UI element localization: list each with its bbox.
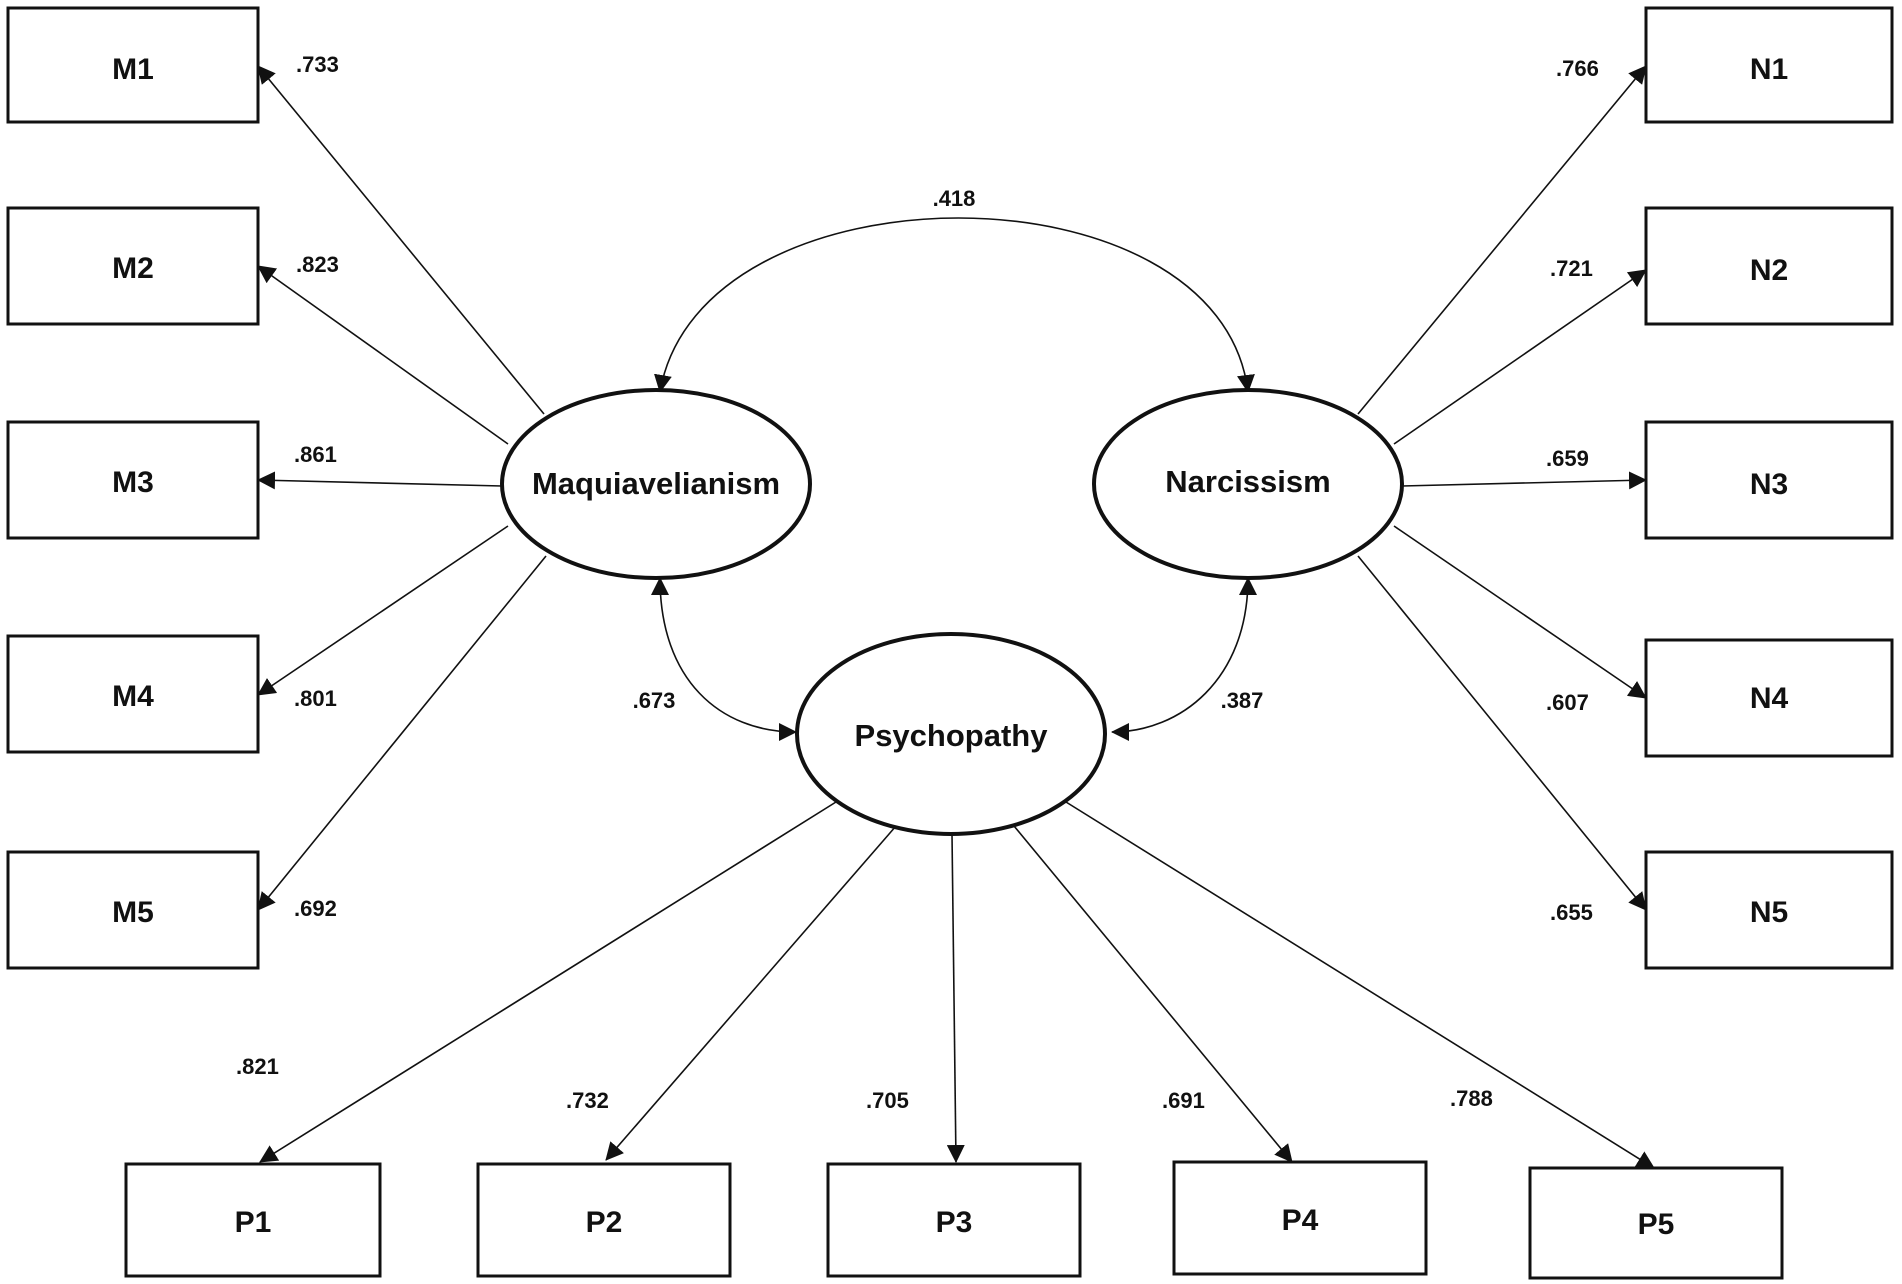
coef-m4: .801 [294,686,337,711]
label-p5: P5 [1638,1208,1675,1241]
path-psyc-p4 [1013,825,1293,1163]
box-p1 [124,1162,382,1278]
latent-maquiavelianism [500,388,812,580]
coef-n3: .659 [1546,446,1589,471]
box-m5 [6,850,260,970]
box-n1 [1644,6,1894,124]
coef-p5: .788 [1450,1086,1493,1111]
label-n2: N2 [1750,254,1788,287]
box-p2 [476,1162,732,1278]
corr-arc-mach-psyc [651,577,797,741]
path-psyc-p2 [605,825,897,1161]
path-mach-m5 [257,555,547,911]
path-mach-m1 [257,65,545,415]
path-mach-m2 [257,265,509,445]
coef-m1: .733 [296,52,339,77]
box-n3 [1644,420,1894,540]
coef-n2: .721 [1550,256,1593,281]
coef-m2: .823 [296,252,339,277]
label-m5: M5 [112,896,154,929]
coef-corr-mach-narc: .418 [933,186,976,211]
coef-m5: .692 [294,896,337,921]
path-narc-n1 [1357,65,1647,415]
box-m2 [6,206,260,326]
coef-m3: .861 [294,442,337,467]
path-narc-n2 [1393,269,1647,445]
label-n1: N1 [1750,53,1788,86]
path-mach-m4 [257,525,509,696]
latent-narcissism [1092,388,1404,580]
box-n5 [1644,850,1894,970]
label-p1: P1 [235,1206,272,1239]
path-narc-n4 [1393,525,1647,699]
box-p5 [1528,1166,1784,1280]
coef-corr-narc-psyc: .387 [1221,688,1264,713]
path-psyc-p3 [946,833,965,1163]
box-p3 [826,1162,1082,1278]
box-m4 [6,634,260,754]
label-psychopathy: Psychopathy [855,718,1049,753]
label-n4: N4 [1750,682,1789,715]
latent-psychopathy [795,632,1107,836]
label-m4: M4 [112,680,154,713]
coef-corr-mach-psyc: .673 [633,688,676,713]
label-n5: N5 [1750,896,1788,929]
label-p4: P4 [1282,1204,1319,1237]
label-n3: N3 [1750,468,1788,501]
path-psyc-p1 [259,801,837,1163]
coef-p1: .821 [236,1054,279,1079]
path-narc-n3 [1401,471,1647,490]
label-narcissism: Narcissism [1165,464,1330,499]
coef-n1: .766 [1556,56,1599,81]
path-psyc-p5 [1065,801,1655,1169]
label-p3: P3 [936,1206,973,1239]
label-maquiavelianism: Maquiavelianism [532,466,780,501]
coef-p2: .732 [566,1088,609,1113]
box-m1 [6,6,260,124]
box-n4 [1644,638,1894,758]
path-narc-n5 [1357,555,1647,911]
box-p4 [1172,1160,1428,1276]
coef-n5: .655 [1550,900,1593,925]
path-mach-m3 [257,471,503,490]
corr-arc-narc-psyc [1111,577,1257,741]
coef-n4: .607 [1546,690,1589,715]
label-m2: M2 [112,252,154,285]
coef-p4: .691 [1162,1088,1205,1113]
corr-arc-mach-narc [654,217,1255,393]
box-m3 [6,420,260,540]
label-m1: M1 [112,53,154,86]
coef-p3: .705 [866,1088,909,1113]
box-n2 [1644,206,1894,326]
label-m3: M3 [112,466,154,499]
label-p2: P2 [586,1206,623,1239]
